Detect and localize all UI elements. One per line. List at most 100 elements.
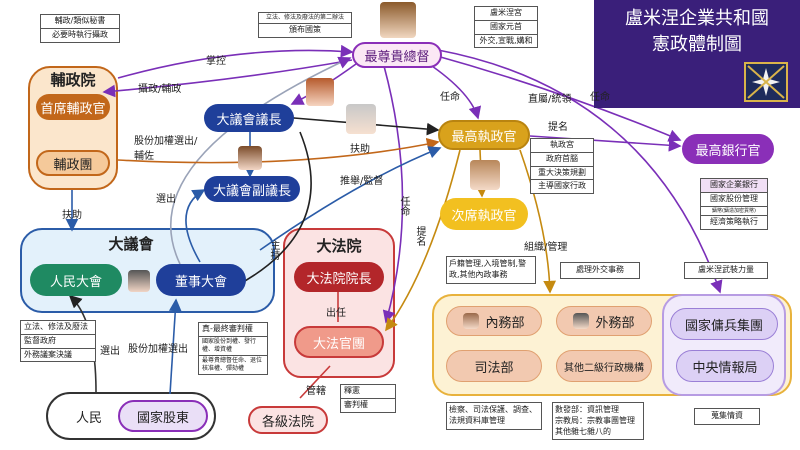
speaker-avatar <box>306 78 334 106</box>
intel-node[interactable]: 中央情報局 <box>676 350 774 382</box>
label-assist-exec: 扶助 <box>350 144 370 155</box>
other-duty: 宗教局：宗教事團管理 <box>555 415 635 425</box>
mercenary-header-note: 盧米涅武裝力量 <box>684 262 768 279</box>
supreme-header-item: 立法、修法及廢法的第二辦法 <box>259 13 351 25</box>
regency-duties-note: 輔政/類似秘書 必要時執行攝政 <box>40 14 120 43</box>
flag-icon <box>744 62 788 102</box>
supreme-header-item: 頒布國策 <box>289 25 321 35</box>
edge-judges-courts <box>299 365 331 399</box>
edge-board-supreme <box>170 56 352 265</box>
other-duty: 其他雜七雜八的 <box>555 426 611 436</box>
regency-duty: 輔政/類似秘書 <box>41 15 119 29</box>
edge-shareholders-board <box>168 298 182 395</box>
exec-role: 主導國家行政 <box>538 181 586 191</box>
label-nominate2: 提名 <box>548 122 568 133</box>
supreme-governor-node[interactable]: 最尊貴總督 <box>352 42 442 68</box>
label-elect: 選出 <box>156 194 176 205</box>
chief-exec-node[interactable]: 最高執政官 <box>438 120 530 150</box>
people-node: 人民 <box>75 410 102 426</box>
speaker-node[interactable]: 大議會議長 <box>204 104 294 132</box>
label-govern: 管轄 <box>306 386 326 397</box>
supreme-role: 外交,宣戰,媾和 <box>479 35 533 45</box>
edge-control <box>117 44 354 79</box>
second-exec-node[interactable]: 次席執政官 <box>440 198 528 230</box>
label-appoint: 任命 <box>440 92 460 103</box>
edge-supreme-bank <box>429 53 682 142</box>
other-duty: 數發部：資訊管理 <box>555 405 619 414</box>
label-assist: 扶助 <box>62 210 82 221</box>
bank-role: 經濟策略執行 <box>710 217 758 227</box>
foreign-duties: 處理外交事務 <box>576 265 624 274</box>
supreme-avatar <box>380 2 416 38</box>
edge-exec-bank <box>529 135 682 152</box>
interior-duties-note: 戶籍管理,入境管制,警政,其他內政事務 <box>446 256 536 284</box>
board-power: 國家股份到權、發行權、增資權 <box>199 337 267 356</box>
board-power: 真-最終審判權 <box>199 323 267 337</box>
assembly-powers-note: 立法、修法及廢法 監督政府 外務議案決議 <box>20 320 96 363</box>
supreme-roles-note: 盧米涅宮 國家元首 外交,宣戰,媾和 <box>474 6 538 49</box>
intel-duties-note: 蒐集情資 <box>694 408 760 425</box>
great-assembly-title: 大議會 <box>108 234 154 253</box>
edge-assembly-exec <box>259 146 442 251</box>
edge-exec-judges <box>385 149 461 332</box>
supreme-header-note: 立法、修法及廢法的第二辦法 頒布國策 <box>258 12 352 38</box>
courts-node[interactable]: 各級法院 <box>248 406 328 434</box>
vice-speaker-avatar <box>238 146 262 170</box>
court-president-node[interactable]: 大法院院長 <box>294 262 384 292</box>
title-line-1: 盧米涅企業共和國 <box>625 8 769 29</box>
edge-board-vice <box>185 189 206 263</box>
regency-group-node[interactable]: 輔政團 <box>36 150 110 176</box>
board-power: 最尊貴總督任命、退位核准權、彈劾權 <box>202 356 263 373</box>
label-nominate3: 提名 <box>414 226 425 246</box>
edge-supreme-judges <box>382 65 404 324</box>
label-elect-assist: 股份加權選出/輔佐 <box>134 136 198 162</box>
bank-role: 鑄幣(鑄造加密貨幣) <box>701 207 767 217</box>
bank-roles-note: 國家企業銀行 國家股份管理 鑄幣(鑄造加密貨幣) 經濟策略執行 <box>700 178 768 231</box>
people-assembly-node[interactable]: 人民大會 <box>30 264 122 296</box>
label-control: 掌控 <box>206 56 226 67</box>
regency-duty: 必要時執行攝政 <box>52 29 108 39</box>
mercenary-header: 盧米涅武裝力量 <box>698 265 754 274</box>
mercenary-node[interactable]: 國家傭兵集團 <box>670 308 778 340</box>
supreme-role: 盧米涅宮 <box>475 7 537 21</box>
interior-duties: 戶籍管理,入境管制,警政,其他內政事務 <box>449 259 527 279</box>
supreme-court-title: 大法院 <box>316 236 362 255</box>
label-preside: 主持 <box>268 240 279 260</box>
exec-role: 重大決策規劃 <box>531 167 593 181</box>
other-duties-note: 數發部：資訊管理 宗教局：宗教事團管理 其他雜七雜八的 <box>552 402 644 441</box>
edge-speaker-board <box>235 131 312 287</box>
assembly-power: 外務議案決議 <box>24 349 72 359</box>
shareholders-node[interactable]: 國家股東 <box>118 400 208 432</box>
foreign-node[interactable]: 外務部 <box>556 306 652 336</box>
chief-regent-node[interactable]: 首席輔政官 <box>36 94 110 120</box>
label-organize: 組織/管理 <box>524 242 568 253</box>
interior-avatar <box>463 313 480 329</box>
other-agencies-node[interactable]: 其他二級行政機構 <box>556 350 652 382</box>
exec-ally-avatar <box>346 104 376 134</box>
edge-regency <box>102 59 353 98</box>
interior-node[interactable]: 內務部 <box>446 306 542 336</box>
judges-node[interactable]: 大法官團 <box>294 326 384 358</box>
court-powers-note: 釋憲 審判權 <box>340 384 396 413</box>
label-direct: 直屬/統領 <box>528 94 572 105</box>
intel-duties: 蒐集情資 <box>711 411 743 420</box>
board-assembly-node[interactable]: 董事大會 <box>156 264 246 296</box>
second-exec-avatar <box>470 160 500 190</box>
exec-role: 政府首腦 <box>531 153 593 167</box>
vice-speaker-node[interactable]: 大議會副議長 <box>204 176 300 202</box>
justice-duties-note: 檢察、司法保護、調查、法規資料庫管理 <box>446 402 542 430</box>
central-bank-node[interactable]: 最高銀行官 <box>682 134 774 164</box>
title-line-2: 憲政體制圖 <box>652 34 742 55</box>
foreign-avatar <box>573 313 590 329</box>
justice-node[interactable]: 司法部 <box>446 350 542 382</box>
title-banner: 盧米涅企業共和國 憲政體制圖 <box>594 0 800 108</box>
edge-exec-agencies <box>519 149 557 294</box>
label-regency-assist: 攝政/輔政 <box>138 84 182 95</box>
label-nominate: 推舉/監督 <box>340 176 384 187</box>
label-share-elect: 股份加權選出 <box>128 344 188 355</box>
label-appoint2: 任命 <box>590 92 610 103</box>
board-powers-note: 真-最終審判權 國家股份到權、發行權、增資權 最尊貴總督任命、退位核准權、彈劾權 <box>198 322 268 376</box>
edge-supreme-mercenary <box>437 49 723 294</box>
bank-role: 國家企業銀行 <box>701 179 767 193</box>
exec-role: 執政宮 <box>531 139 593 153</box>
